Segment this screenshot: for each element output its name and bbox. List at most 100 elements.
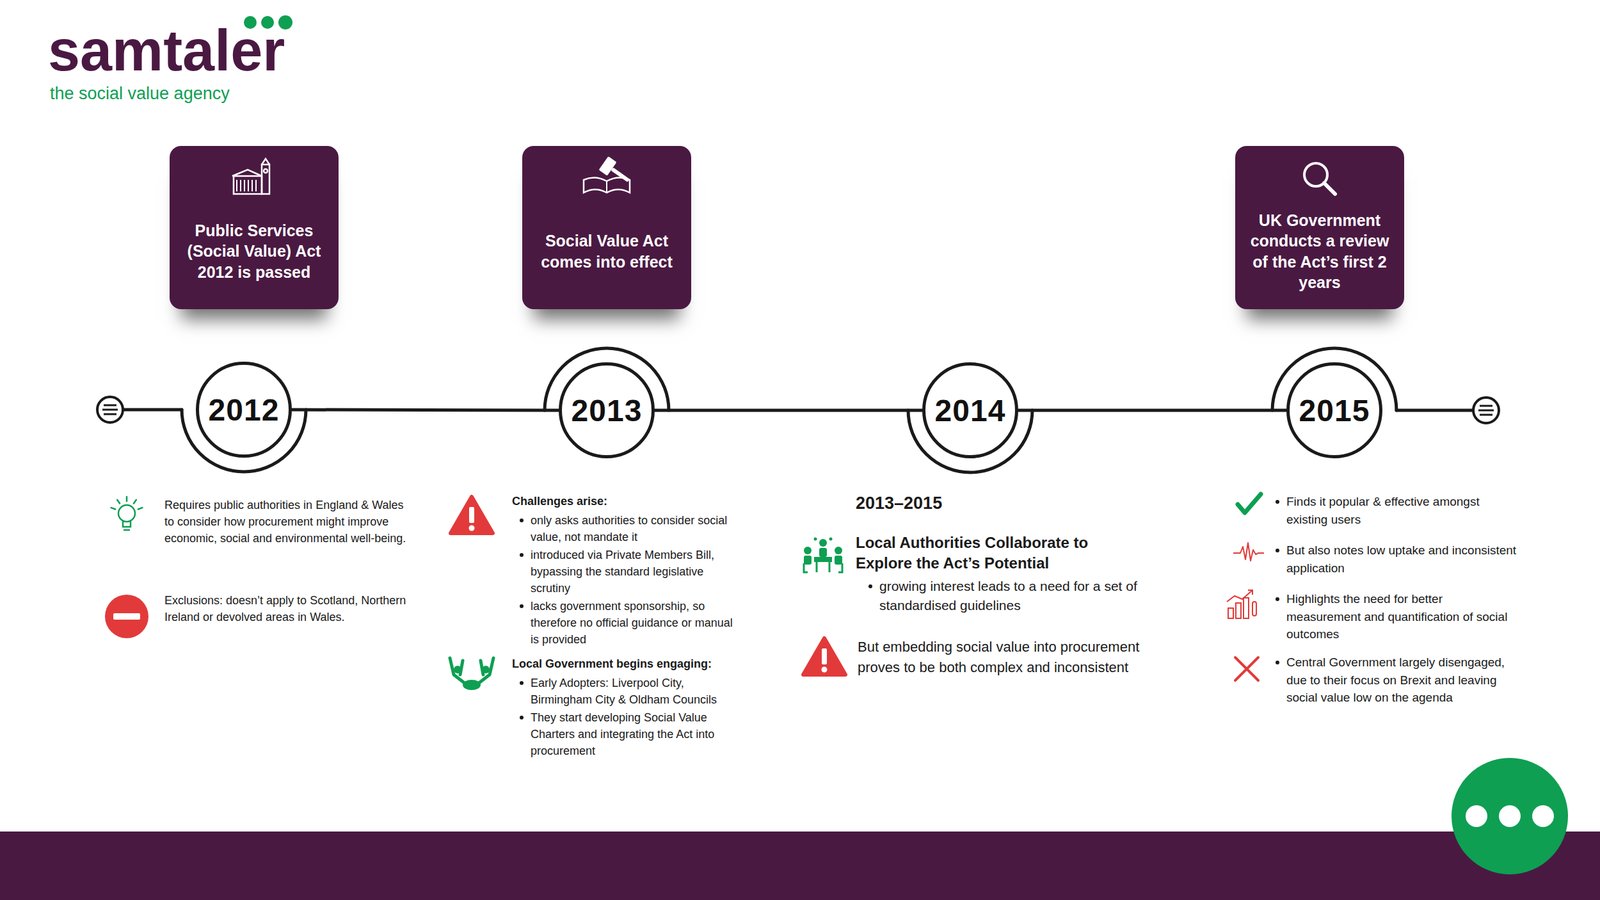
handshake-icon bbox=[449, 657, 494, 690]
warning-dot bbox=[469, 525, 475, 532]
bulb-ray bbox=[126, 496, 128, 502]
cross-icon bbox=[1235, 657, 1259, 681]
arm bbox=[480, 660, 484, 675]
milestone-box: Public Services (Social Value) Act 2012 … bbox=[169, 145, 339, 310]
bullet-text: introduced via Private Members Bill, byp… bbox=[530, 546, 742, 597]
bulb-ray bbox=[133, 499, 137, 504]
person-body bbox=[834, 555, 843, 565]
bullet-text: But also notes low uptake and inconsiste… bbox=[1286, 541, 1517, 577]
year-text: 2012 bbox=[208, 392, 280, 428]
bulb-ray bbox=[138, 507, 143, 509]
idea-dot bbox=[829, 537, 833, 541]
timeline-connector bbox=[291, 409, 559, 411]
person-head bbox=[819, 538, 827, 547]
chart-arrow bbox=[1248, 590, 1253, 595]
person-head bbox=[803, 546, 812, 555]
person-body bbox=[803, 555, 812, 565]
timeline-start-cap bbox=[97, 396, 123, 423]
parliament-icon bbox=[227, 156, 281, 201]
noentry-icon bbox=[104, 594, 149, 639]
gavel-handle bbox=[610, 167, 630, 182]
milestone-text: Social Value Act comes into effect bbox=[531, 230, 683, 272]
arm bbox=[449, 657, 466, 684]
year-circle: 2015 bbox=[1286, 362, 1383, 459]
building-window bbox=[247, 179, 249, 192]
warning-bar bbox=[821, 648, 827, 665]
check-icon bbox=[1237, 494, 1261, 513]
badge-dot bbox=[1465, 805, 1488, 827]
body-text: Requires public authorities in England &… bbox=[164, 496, 408, 547]
clasped-hands bbox=[462, 679, 481, 690]
section-heading: Challenges arise: bbox=[512, 492, 743, 510]
pulse-icon bbox=[1233, 542, 1264, 561]
warning-triangle bbox=[803, 638, 846, 675]
badge-dot bbox=[1498, 805, 1521, 827]
person-head bbox=[834, 546, 843, 555]
section-heading: Local Government begins engaging: bbox=[512, 655, 743, 672]
bulb-base bbox=[122, 521, 131, 527]
timeline-connector bbox=[654, 408, 923, 413]
logo-wordmark: samtaler bbox=[48, 19, 343, 83]
building-window bbox=[240, 179, 242, 192]
bulb-ray bbox=[117, 499, 120, 504]
chart-gauge bbox=[1252, 601, 1257, 616]
bulb-ray bbox=[111, 507, 116, 509]
gavel bbox=[599, 156, 634, 188]
section-heading: Local Authorities Collaborate to Explore… bbox=[855, 532, 1138, 575]
chart-bar bbox=[1235, 602, 1241, 619]
chart-bar bbox=[1228, 608, 1234, 619]
warning-icon bbox=[803, 638, 846, 675]
chair bbox=[803, 563, 843, 573]
building-roof bbox=[232, 169, 262, 176]
tower-clock bbox=[263, 168, 268, 173]
bullet-text: They start developing Social Value Chart… bbox=[530, 709, 742, 760]
year-circle: 2013 bbox=[558, 362, 655, 459]
timeline-lead bbox=[122, 408, 182, 412]
period-heading: 2013–2015 bbox=[855, 492, 1138, 514]
table-leg bbox=[828, 561, 831, 573]
pulse-line bbox=[1233, 542, 1264, 561]
person-body bbox=[819, 547, 827, 557]
milestone-box: Social Value Act comes into effect bbox=[522, 145, 692, 310]
building-body bbox=[233, 176, 262, 194]
bullet-text: lacks government sponsorship, so therefo… bbox=[530, 597, 742, 648]
year-circle: 2012 bbox=[195, 361, 292, 458]
bulb-icon bbox=[111, 496, 143, 530]
cross-stroke bbox=[1235, 657, 1259, 681]
cap-lines bbox=[1478, 405, 1494, 415]
cap-ring bbox=[97, 396, 123, 423]
bulb-tip bbox=[124, 529, 130, 532]
bulb-glass bbox=[118, 504, 136, 522]
cap-lines bbox=[102, 405, 118, 415]
chart-bar bbox=[1243, 597, 1249, 619]
bullet-text: Highlights the need for better measureme… bbox=[1286, 590, 1517, 644]
bullet-text: growing interest leads to a need for a s… bbox=[879, 576, 1161, 616]
gavel-head bbox=[599, 156, 617, 176]
chart-icon bbox=[1226, 590, 1257, 619]
check-mark bbox=[1237, 494, 1261, 513]
logo-tagline: the social value agency bbox=[49, 83, 345, 104]
warning-bar bbox=[469, 506, 475, 523]
idea-dot bbox=[814, 537, 818, 541]
icon-layer bbox=[104, 494, 1264, 690]
clock-tower bbox=[261, 164, 270, 194]
warning-triangle bbox=[450, 496, 493, 534]
no-entry-disc bbox=[104, 594, 149, 639]
bullet-text: only asks authorities to consider social… bbox=[530, 512, 742, 546]
year-text: 2015 bbox=[1299, 392, 1371, 429]
warning-icon bbox=[450, 496, 493, 534]
connector-layer bbox=[291, 409, 1287, 411]
lens-handle bbox=[1324, 183, 1336, 194]
cross-stroke bbox=[1235, 657, 1259, 681]
warning-dot bbox=[821, 666, 828, 673]
group-icon bbox=[803, 537, 843, 573]
bullet-text: Finds it popular & effective amongst exi… bbox=[1286, 492, 1517, 528]
badge-dot bbox=[1532, 805, 1554, 827]
milestone-text: UK Government conducts a review of the A… bbox=[1244, 209, 1396, 294]
building-window bbox=[251, 179, 253, 192]
timeline-end-cap bbox=[1473, 397, 1499, 424]
milestone-text: Public Services (Social Value) Act 2012 … bbox=[178, 220, 330, 283]
building-window bbox=[255, 179, 257, 192]
footer-band bbox=[0, 831, 1600, 900]
